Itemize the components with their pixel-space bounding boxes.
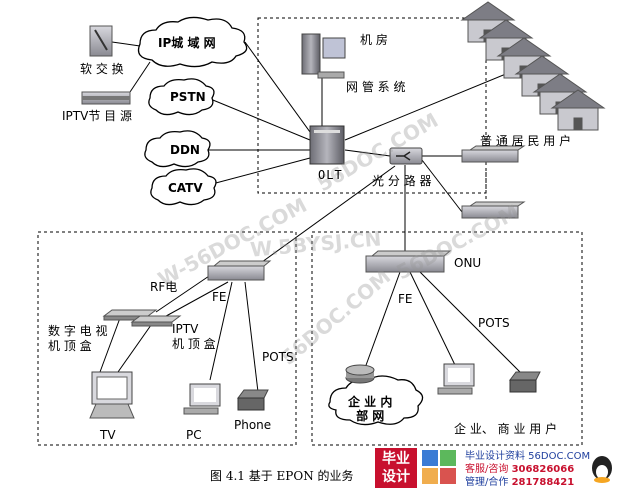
digital-tv-stb-icon	[102, 309, 158, 321]
machine-room-box	[257, 17, 487, 194]
iptv-stb-icon	[130, 315, 182, 327]
machine-room-label: 机 房	[360, 33, 388, 47]
enterprise-onu-icon	[365, 250, 452, 273]
fe-left-label: FE	[212, 290, 227, 304]
home-user-box	[37, 231, 297, 446]
promo-logo: 毕业 设计	[375, 448, 417, 488]
iptv-source-server-icon	[81, 91, 131, 105]
softswitch-label: 软 交 换	[80, 62, 124, 76]
residential-onu-1-icon	[461, 145, 526, 163]
iptv-box-label: IPTV 机 顶 盒	[172, 322, 216, 351]
pc-label: PC	[186, 428, 202, 442]
enterprise-pc-icon	[437, 363, 475, 395]
phone-label: Phone	[234, 418, 272, 432]
figure-caption: 图 4.1 基于 EPON 的业务	[210, 469, 354, 483]
iptv-source-label: IPTV节 目 源	[62, 109, 132, 123]
softswitch-icon	[89, 25, 113, 57]
catv-label: CATV	[168, 181, 203, 195]
catv-cloud	[150, 168, 217, 206]
promo-text: 毕业设计资料 56DOC.COM 客服/咨询 306826066 管理/合作 2…	[465, 450, 590, 489]
promo-title: 毕业设计资料 56DOC.COM	[465, 451, 591, 462]
promo-line2-value: 281788421	[511, 477, 575, 488]
splitter-label: 光 分 路 器	[372, 174, 432, 188]
promo-line1-label: 客服/咨询	[465, 464, 509, 475]
enterprise-phone-icon	[509, 371, 541, 393]
ddn-cloud	[144, 130, 211, 168]
enterprise-users-label: 企 业、 商 业 用 户	[454, 422, 558, 436]
pots-left-label: POTS	[262, 350, 294, 364]
nms-computer-icon	[301, 33, 346, 79]
pots-right-label: POTS	[478, 316, 510, 330]
fe-right-label: FE	[398, 292, 413, 306]
pc-icon	[183, 383, 221, 415]
olt-icon	[309, 125, 345, 165]
ddn-label: DDN	[170, 143, 200, 157]
ip-metro-cloud	[137, 16, 248, 68]
router-icon	[345, 364, 375, 384]
optical-splitter-icon	[389, 147, 423, 165]
ip-metro-label: IP城 域 网	[158, 36, 216, 50]
tv-label: TV	[100, 428, 116, 442]
pstn-cloud	[148, 78, 215, 116]
nms-label: 网 管 系 统	[346, 80, 406, 94]
residential-houses-icon	[460, 1, 606, 131]
olt-label: OLT	[318, 168, 343, 182]
digital-tv-box-label: 数 字 电 视 机 顶 盒	[48, 324, 108, 353]
phone-left-icon	[237, 389, 269, 411]
home-onu-icon	[207, 260, 272, 281]
residential-label: 普 通 居 民 用 户	[480, 134, 572, 148]
promo-line2-label: 管理/合作	[465, 477, 509, 488]
mascot-icon	[592, 456, 612, 483]
residential-onu-2-icon	[461, 201, 526, 219]
onu-label: ONU	[454, 256, 482, 270]
enterprise-lan-label: 企 业 内 部 网	[348, 395, 393, 423]
pstn-label: PSTN	[170, 90, 206, 104]
enterprise-user-box	[311, 231, 583, 446]
promo-line1-value: 306826066	[511, 464, 575, 475]
rf-label: RF电	[150, 280, 178, 294]
sites-logo-icon	[422, 450, 456, 484]
tv-icon	[89, 371, 135, 419]
